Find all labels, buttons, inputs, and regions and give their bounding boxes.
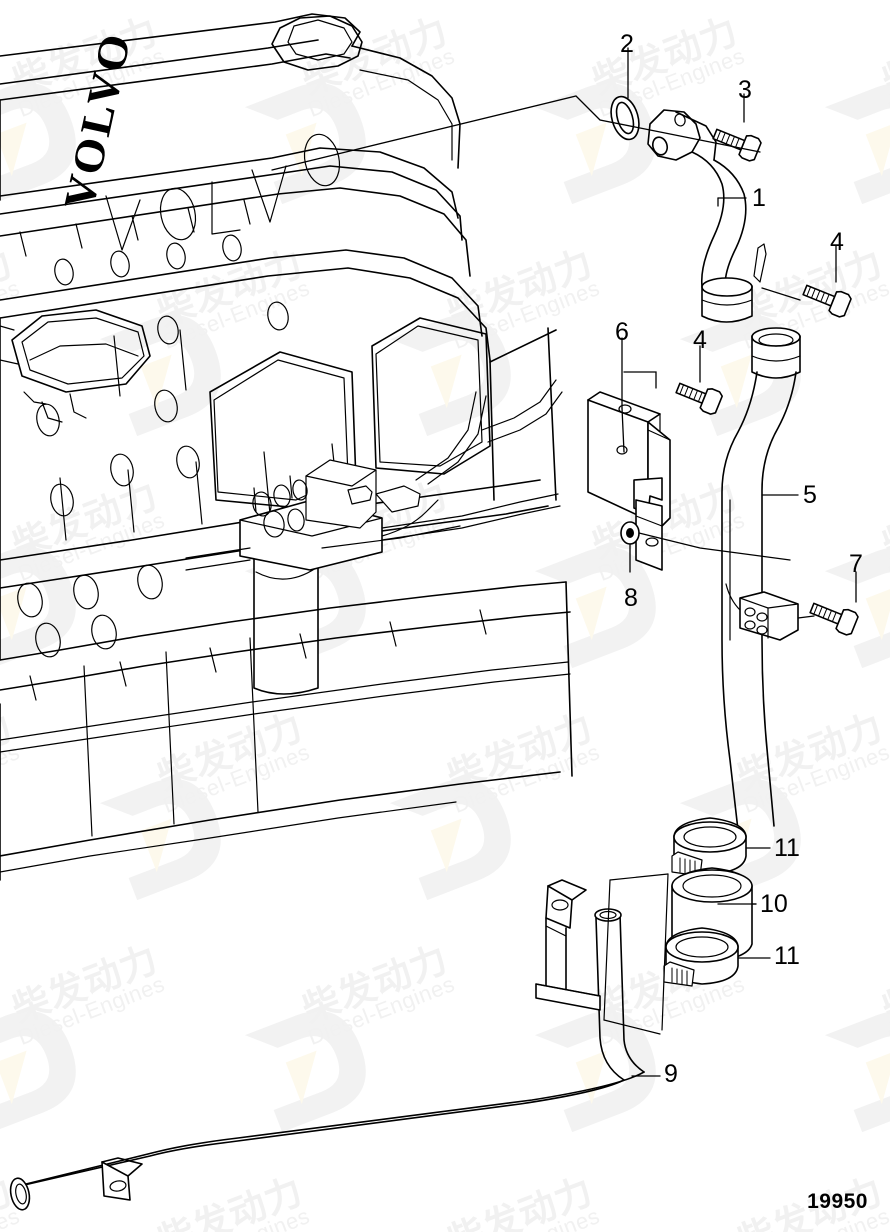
figure-number: 19950 [807, 1190, 868, 1213]
svg-text:VOLVO: VOLVO [55, 27, 141, 214]
part-11b-hose-clamp [663, 927, 739, 987]
callout-10: 10 [760, 890, 788, 918]
callout-9: 9 [664, 1060, 678, 1088]
callout-5: 5 [803, 481, 817, 509]
callout-4a: 4 [830, 228, 844, 256]
callout-4b: 4 [693, 326, 707, 354]
engine-bosses [17, 234, 289, 658]
callout-8: 8 [624, 584, 638, 612]
callout-6: 6 [615, 318, 629, 346]
part-2-o-ring [610, 95, 640, 141]
callout-7: 7 [849, 550, 863, 578]
engine-block-illustration: VOLVO [0, 13, 573, 881]
callout-2: 2 [620, 30, 634, 58]
part-11a-hose-clamp [671, 817, 747, 877]
part-8-washer [620, 521, 640, 545]
filter-head [239, 459, 439, 571]
part-4b-flange-screw [675, 382, 723, 415]
part-4a-flange-screw [802, 284, 852, 318]
part-3-flange-screw [712, 128, 762, 162]
part-9-suction-pipe [9, 879, 645, 1211]
callout-1: 1 [752, 184, 766, 212]
callout-11a: 11 [774, 834, 800, 862]
callout-11b: 11 [774, 942, 800, 970]
part-7-flange-screw [809, 602, 859, 636]
part-5-lower-filler-pipe [721, 327, 801, 831]
callout-3: 3 [738, 76, 752, 104]
assembly-reference-plane [603, 873, 669, 1035]
